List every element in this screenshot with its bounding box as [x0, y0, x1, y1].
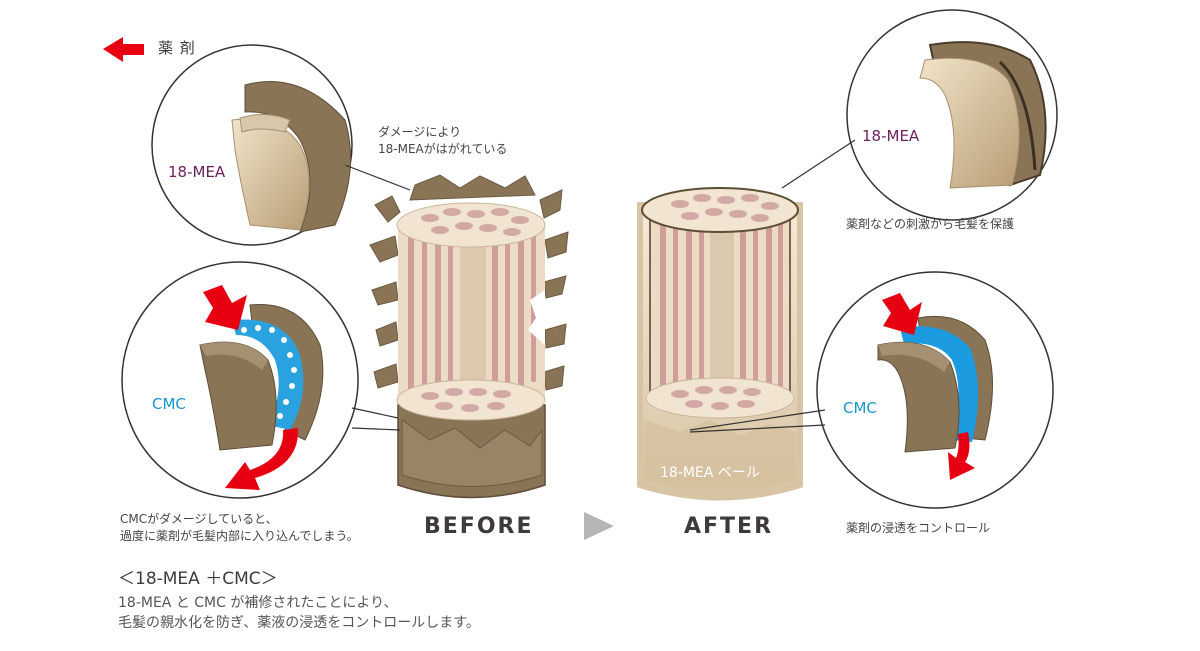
before-damage-note-2: 18-MEAがはがれている	[378, 142, 508, 156]
red-arrow-icon	[103, 37, 144, 62]
callout-line	[351, 407, 399, 419]
after-mea-label: 18-MEA	[862, 127, 920, 145]
after-title: AFTER	[684, 514, 774, 539]
callout-line	[689, 409, 826, 431]
before-cmc-note-1: CMCがダメージしていると、	[120, 512, 278, 526]
callout-line	[351, 427, 401, 431]
before-hair-strand	[369, 174, 569, 499]
after-mea-note: 薬剤などの刺激から毛髪を保護	[846, 217, 1015, 231]
after-veil-label: 18-MEA ベール	[660, 465, 760, 481]
callout-line	[689, 424, 826, 433]
before-title: BEFORE	[424, 514, 534, 539]
before-mea-label: 18-MEA	[168, 163, 226, 181]
before-mea-magnifier	[151, 44, 353, 246]
after-cmc-magnifier	[816, 271, 1054, 509]
legend-label: 薬 剤	[158, 39, 196, 57]
after-mea-magnifier	[846, 9, 1058, 221]
summary-line-2: 毛髪の親水化を防ぎ、薬液の浸透をコントロールします。	[118, 615, 480, 631]
before-cmc-label: CMC	[152, 395, 186, 413]
after-cmc-note: 薬剤の浸透をコントロール	[846, 521, 991, 535]
callout-line	[781, 139, 856, 189]
gray-triangle-icon	[584, 512, 614, 540]
before-cmc-magnifier	[121, 261, 359, 499]
after-hair-strand	[637, 187, 803, 501]
summary-title: ＜18-MEA ＋CMC＞	[118, 569, 278, 589]
callout-line	[344, 164, 411, 191]
before-damage-note-1: ダメージにより	[378, 125, 462, 139]
before-cmc-note-2: 過度に薬剤が毛髪内部に入り込んでしまう。	[120, 529, 359, 543]
summary-line-1: 18-MEA と CMC が補修されたことにより、	[118, 595, 398, 611]
after-cmc-label: CMC	[843, 399, 877, 417]
